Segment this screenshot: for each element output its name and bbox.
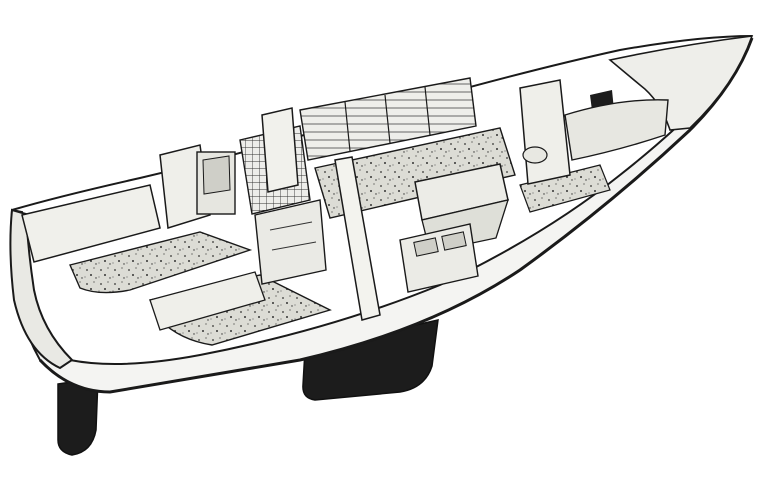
cabin-sole-group [69,127,611,346]
cabinet-line [271,241,317,251]
keel-group [57,319,439,456]
cabinet-line [269,221,313,231]
fin-keel [302,319,439,401]
locker-divider [424,86,431,136]
hull-boot-stripe [38,37,754,394]
cockpit-coaming [149,271,266,331]
cockpit-seat-back [21,184,161,263]
rudder [57,377,99,456]
hull-group [9,35,754,394]
interior-furniture [159,77,669,321]
forward-cabin-floor [519,164,611,213]
door-window [202,155,231,195]
sink-basin [441,231,467,251]
head-bulkhead [519,79,571,185]
toilet [522,146,548,164]
transom [9,208,74,370]
mast-post [334,156,381,321]
v-berth [564,99,669,161]
locker-divider [344,101,351,152]
galley-cabinet [254,199,327,285]
cockpit-group [21,184,266,331]
cockpit-floor [69,231,253,294]
main-salon-settee [314,127,516,219]
main-bulkhead-post [261,107,299,193]
sink-basin [413,237,439,257]
locker-divider [384,94,391,144]
